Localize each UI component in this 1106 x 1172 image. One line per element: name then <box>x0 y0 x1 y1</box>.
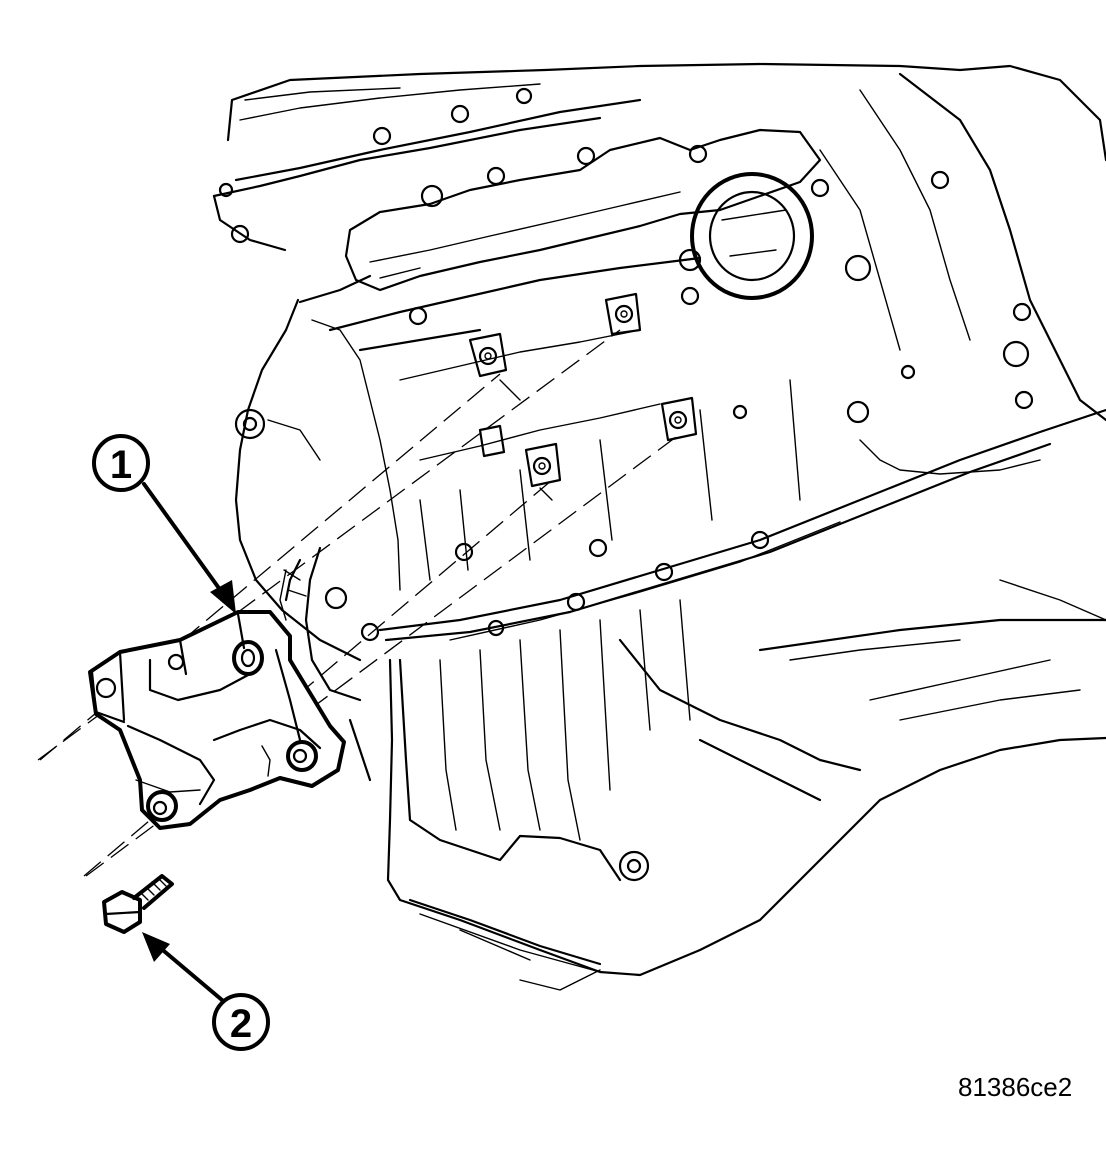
bolt <box>102 874 174 934</box>
callout-2-label: 2 <box>230 1002 252 1046</box>
callout-1: 1 <box>92 434 150 492</box>
leader-arrows <box>142 482 236 1002</box>
callout-2: 2 <box>212 993 270 1051</box>
oil-pan <box>386 579 1106 991</box>
callout-1-label: 1 <box>110 443 132 487</box>
figure-id: 81386ce2 <box>958 1072 1073 1102</box>
engine-mount-bracket <box>88 610 346 830</box>
engine-block <box>212 62 1106 782</box>
